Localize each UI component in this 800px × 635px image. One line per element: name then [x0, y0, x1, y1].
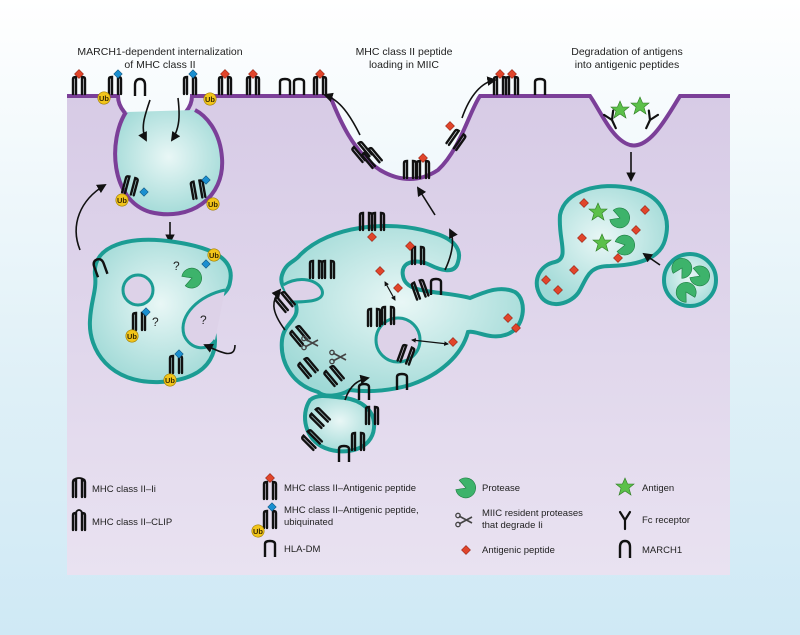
- arrow-to-surface-right: [461, 76, 497, 119]
- arrow-internalize-left: [138, 99, 151, 142]
- title-loading-line2: loading in MIIC: [369, 59, 439, 71]
- title-loading-line1: MHC class II peptide: [356, 46, 453, 58]
- svg-text:MHC class II–Antigenic peptide: MHC class II–Antigenic peptide: [284, 483, 416, 494]
- svg-text:MIIC resident proteases: MIIC resident proteases: [482, 508, 583, 519]
- legend-mhc-ii-clip: MHC class II–CLIP: [71, 509, 172, 532]
- arrow-sorting-inner: [203, 343, 236, 355]
- svg-text:Ub: Ub: [127, 332, 137, 341]
- arrow-recycle-up: [75, 184, 107, 251]
- legend-mhc-ii-peptide-ub: Ub MHC class II–Antigenic peptide, ubiqu…: [251, 502, 419, 538]
- sorting-endosome-inner-vesicle: [121, 273, 155, 307]
- legend-antigenic-peptide: Antigenic peptide: [461, 545, 555, 556]
- title-degradation-line2: into antigenic peptides: [575, 59, 680, 71]
- title-degradation-line1: Degradation of antigens: [571, 46, 683, 58]
- arrow-cycle-left: [271, 288, 286, 331]
- question-mark-1: ?: [173, 259, 180, 273]
- svg-text:MHC class II–Ii: MHC class II–Ii: [92, 484, 156, 495]
- question-mark-2: ?: [152, 315, 159, 329]
- miic-compartment: [279, 223, 525, 398]
- legend-march1: MARCH1: [618, 539, 682, 560]
- svg-text:that degrade Ii: that degrade Ii: [482, 520, 543, 531]
- endocytic-invagination: [113, 108, 225, 217]
- arrow-internalize-right: [170, 97, 181, 142]
- legend-mhc-ii-li: MHC class II–Ii: [71, 477, 156, 499]
- miic-pocket-left: [282, 278, 324, 304]
- arrow-peptide-exchange-2: [411, 338, 449, 346]
- arrow-bud-up: [344, 374, 370, 401]
- legend-miic-proteases: MIIC resident proteases that degrade Ii: [454, 508, 583, 531]
- svg-text:Ub: Ub: [99, 94, 109, 103]
- svg-text:HLA-DM: HLA-DM: [284, 544, 321, 555]
- svg-text:MHC class II–CLIP: MHC class II–CLIP: [92, 517, 172, 528]
- legend-antigen: Antigen: [615, 477, 674, 496]
- legend-mhc-ii-peptide: MHC class II–Antigenic peptide: [262, 473, 416, 501]
- endocytic-cargo: Ub Ub: [115, 174, 220, 211]
- svg-text:Antigen: Antigen: [642, 483, 674, 494]
- title-internalization-line1: MARCH1-dependent internalization: [77, 46, 242, 58]
- svg-text:Ub: Ub: [208, 200, 218, 209]
- svg-text:MARCH1: MARCH1: [642, 545, 682, 556]
- legend: MHC class II–Ii MHC class II–CLIP MHC cl…: [71, 473, 690, 560]
- legend-hla-dm: HLA-DM: [263, 539, 321, 559]
- svg-text:Ub: Ub: [253, 527, 263, 536]
- arrow-miic-up: [444, 228, 458, 271]
- svg-text:Antigenic peptide: Antigenic peptide: [482, 545, 555, 556]
- svg-text:Ub: Ub: [205, 95, 215, 104]
- arrow-to-surface-left: [323, 92, 361, 136]
- svg-text:Fc receptor: Fc receptor: [642, 515, 690, 526]
- svg-text:Protease: Protease: [482, 483, 520, 494]
- arrow-fusion: [642, 252, 661, 266]
- arrow-to-surface-loading: [416, 186, 436, 216]
- sorting-endosome-cargo: Ub Ub Ub: [91, 248, 221, 387]
- svg-text:Ub: Ub: [209, 251, 219, 260]
- surface-molecules: Ub Ub: [71, 69, 660, 132]
- legend-protease: Protease: [453, 475, 520, 502]
- legend-fc-receptor: Fc receptor: [618, 510, 690, 531]
- svg-text:Ub: Ub: [165, 376, 175, 385]
- question-mark-3: ?: [200, 313, 207, 327]
- svg-text:MHC class II–Antigenic peptide: MHC class II–Antigenic peptide,: [284, 505, 419, 516]
- svg-text:Ub: Ub: [117, 196, 127, 205]
- title-internalization-line2: of MHC class II: [124, 59, 195, 71]
- arrow-peptide-exchange-1: [384, 281, 396, 301]
- svg-text:ubiquinated: ubiquinated: [284, 517, 333, 528]
